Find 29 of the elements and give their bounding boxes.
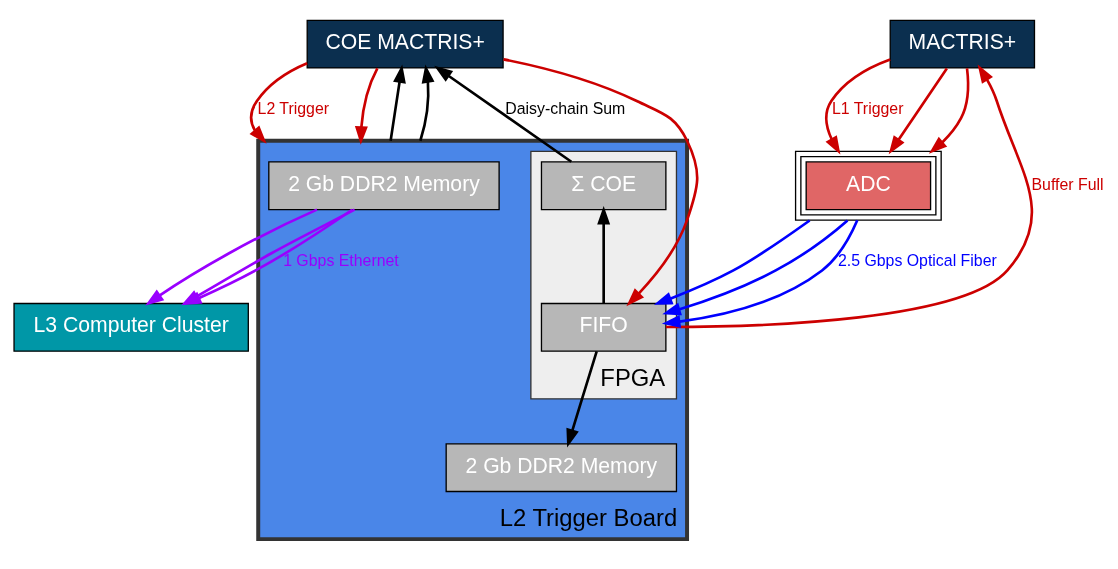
arrow <box>597 205 611 303</box>
arrow <box>928 67 970 154</box>
arrow <box>566 350 598 447</box>
edge-label: 2.5 Gbps Optical Fiber <box>837 251 997 269</box>
arrow <box>825 57 891 154</box>
edge-label: L2 Trigger <box>257 99 330 117</box>
node-box: COE MACTRIS+ <box>306 19 504 69</box>
arrow <box>434 65 573 163</box>
arrow <box>653 218 811 305</box>
node-box: FIFO <box>540 302 667 352</box>
edge-label: Daisy-chain Sum <box>505 99 626 117</box>
node-box: 2 Gb DDR2 Memory <box>268 160 500 210</box>
arrow <box>249 61 308 144</box>
arrow <box>354 67 379 145</box>
arrow <box>419 63 435 141</box>
arrow <box>661 219 859 328</box>
arrow <box>888 67 948 154</box>
arrow <box>665 64 1033 328</box>
arrow <box>389 63 406 141</box>
edge-label: 1 Gbps Ethernet <box>283 251 399 269</box>
node-box: ADC <box>794 150 942 221</box>
arrow <box>503 57 699 306</box>
node-box: L3 Computer Cluster <box>13 302 249 352</box>
arrow <box>662 218 849 315</box>
edge-label: Buffer Full <box>1031 175 1104 193</box>
node-box: 2 Gb DDR2 Memory <box>445 442 678 492</box>
node-box: MACTRIS+ <box>889 19 1036 69</box>
node-box: Σ COE <box>540 160 667 210</box>
edge-label: L1 Trigger <box>831 99 904 117</box>
